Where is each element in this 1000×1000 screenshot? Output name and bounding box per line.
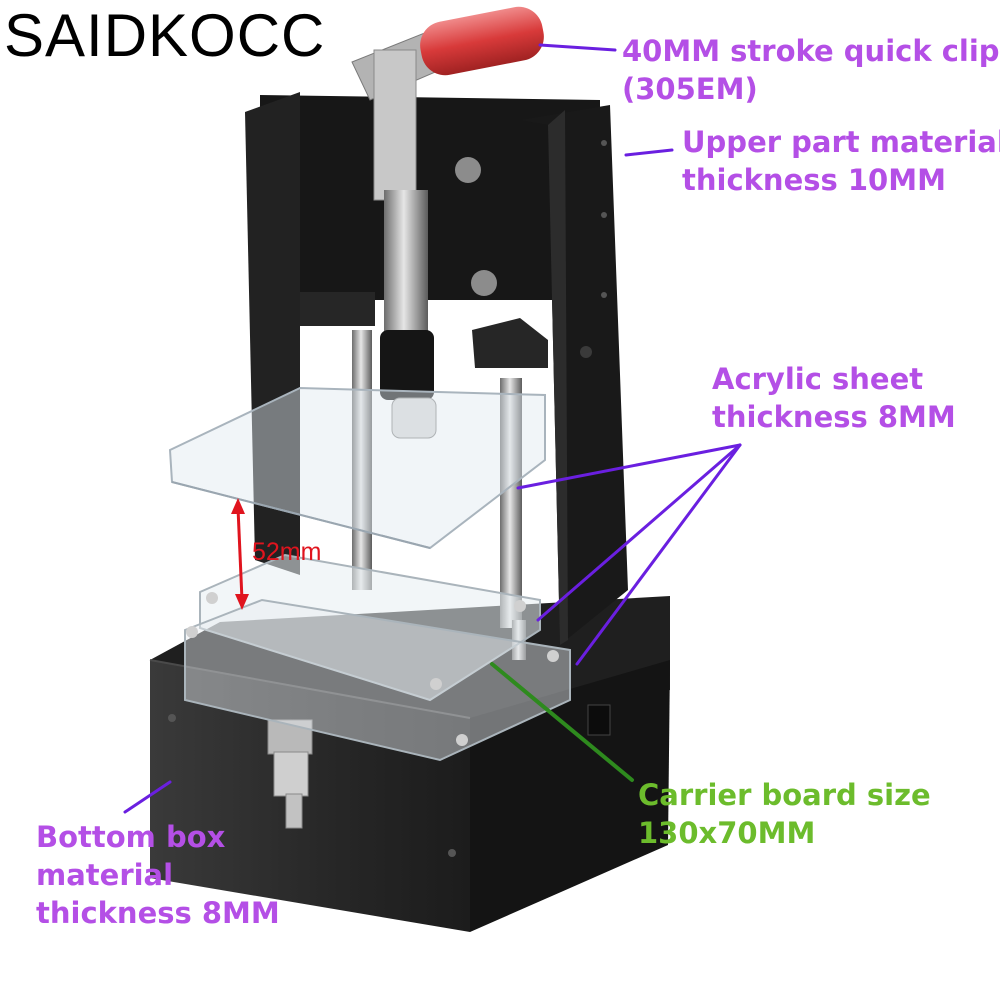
carrier-board (184, 553, 571, 762)
quick-clip-label: 40MM stroke quick clip (305EM) (622, 32, 1000, 108)
power-switch-icon (587, 704, 611, 736)
guide-rods (352, 330, 526, 660)
acrylic-label: Acrylic sheet thickness 8MM (712, 360, 956, 436)
carrier-board-label: Carrier board size 130x70MM (638, 776, 931, 852)
pointer-lines (123, 43, 742, 814)
upper-part-label-line-1: Upper part material (682, 125, 1000, 159)
bottom-box-label: Bottom box material thickness 8MM (36, 818, 280, 932)
upper-part-label-line-2: thickness 10MM (682, 163, 946, 197)
quick-clip-label-line-2: (305EM) (622, 72, 758, 106)
acrylic-label-line-2: thickness 8MM (712, 400, 956, 434)
quick-clip-label-line-1: 40MM stroke quick clip (622, 34, 1000, 68)
carrier-board-label-line-1: Carrier board size (638, 778, 931, 812)
acrylic-label-line-1: Acrylic sheet (712, 362, 924, 396)
quick-clip (351, 6, 544, 439)
grip-handle (420, 6, 544, 76)
upper-acrylic-sheet (168, 386, 546, 550)
dimension-label: 52mm (252, 538, 322, 566)
bottom-box-label-line-3: thickness 8MM (36, 896, 280, 930)
upper-part-label: Upper part material thickness 10MM (682, 123, 1000, 199)
upper-frame (245, 92, 628, 645)
dimension-arrow (231, 498, 249, 610)
bottom-box-label-line-1: Bottom box (36, 820, 226, 854)
carrier-board-label-line-2: 130x70MM (638, 816, 816, 850)
carrier-pointer-line (490, 662, 634, 782)
bottom-box-label-line-2: material (36, 858, 174, 892)
brand-logo: SAIDKOCC (4, 2, 326, 69)
